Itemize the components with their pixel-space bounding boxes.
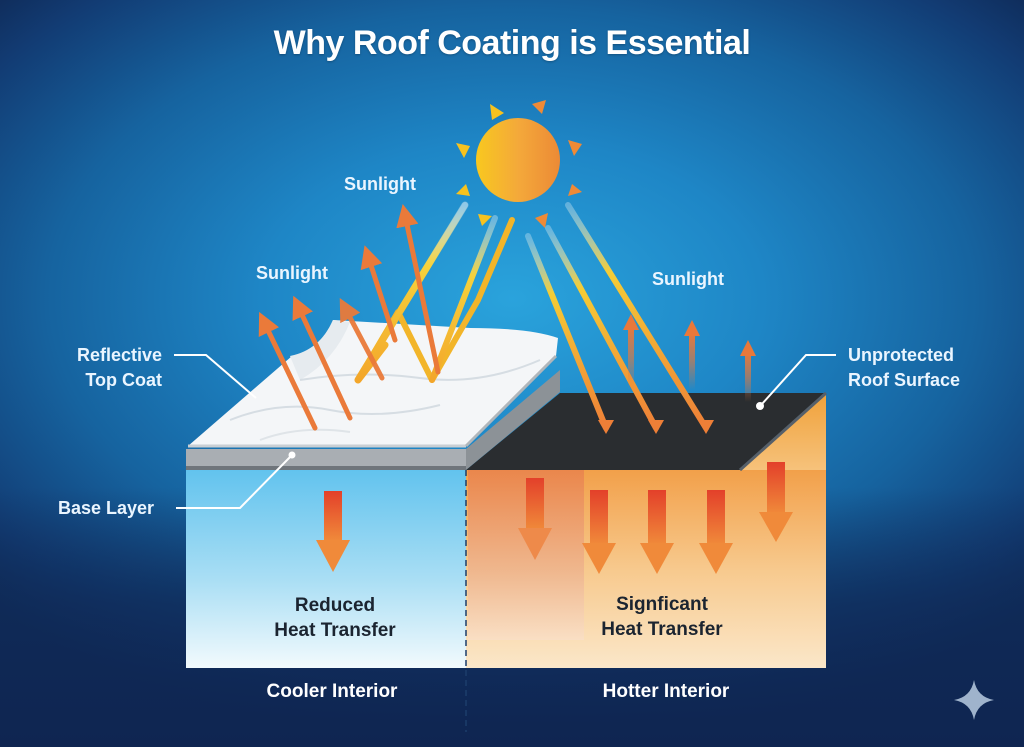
absorbed-sunlight-rays [525,202,714,434]
callout-lines [174,354,836,509]
reflective-top-coat-label: Reflective Top Coat [40,343,162,393]
unprotected-roof-label-line2: Roof Surface [848,370,961,390]
radiated-heat-arrows [623,314,756,402]
significant-heat-transfer-line1: Signficant [616,594,708,615]
sparkle-icon [954,680,994,720]
reduced-heat-transfer-line2: Heat Transfer [274,620,396,641]
unprotected-roof-label: Unprotected Roof Surface [848,343,960,393]
reflective-top-coat-label-line2: Top Coat [85,370,162,390]
significant-heat-transfer-line2: Heat Transfer [601,619,723,640]
reflective-top-coat-label-line1: Reflective [76,345,162,365]
sunlight-label-left: Sunlight [256,263,328,283]
reduced-heat-transfer-line1: Reduced [294,595,376,616]
sun-icon [456,100,582,228]
sunlight-label-right: Sunlight [652,269,724,289]
significant-heat-transfer-text: Signficant Heat Transfer [542,592,782,642]
sunlight-label-top: Sunlight [344,174,416,194]
base-layer [186,370,560,470]
hotter-interior-label: Hotter Interior [602,681,730,702]
heat-transfer-arrows-uncoated [518,462,793,574]
dark-roof-surface [466,393,826,470]
reflected-heat-arrows [258,203,441,431]
reduced-heat-transfer-text: Reduced Heat Transfer [215,593,455,643]
cooler-interior-label: Cooler Interior [266,681,398,702]
base-layer-label: Base Layer [58,498,155,518]
reflected-sunlight-rays [354,201,515,384]
uncoated-interior [466,395,826,668]
heat-transfer-arrow-coated [316,491,350,572]
page-title: Why Roof Coating is Essential [273,24,751,62]
unprotected-roof-label-line1: Unprotected [848,345,955,365]
